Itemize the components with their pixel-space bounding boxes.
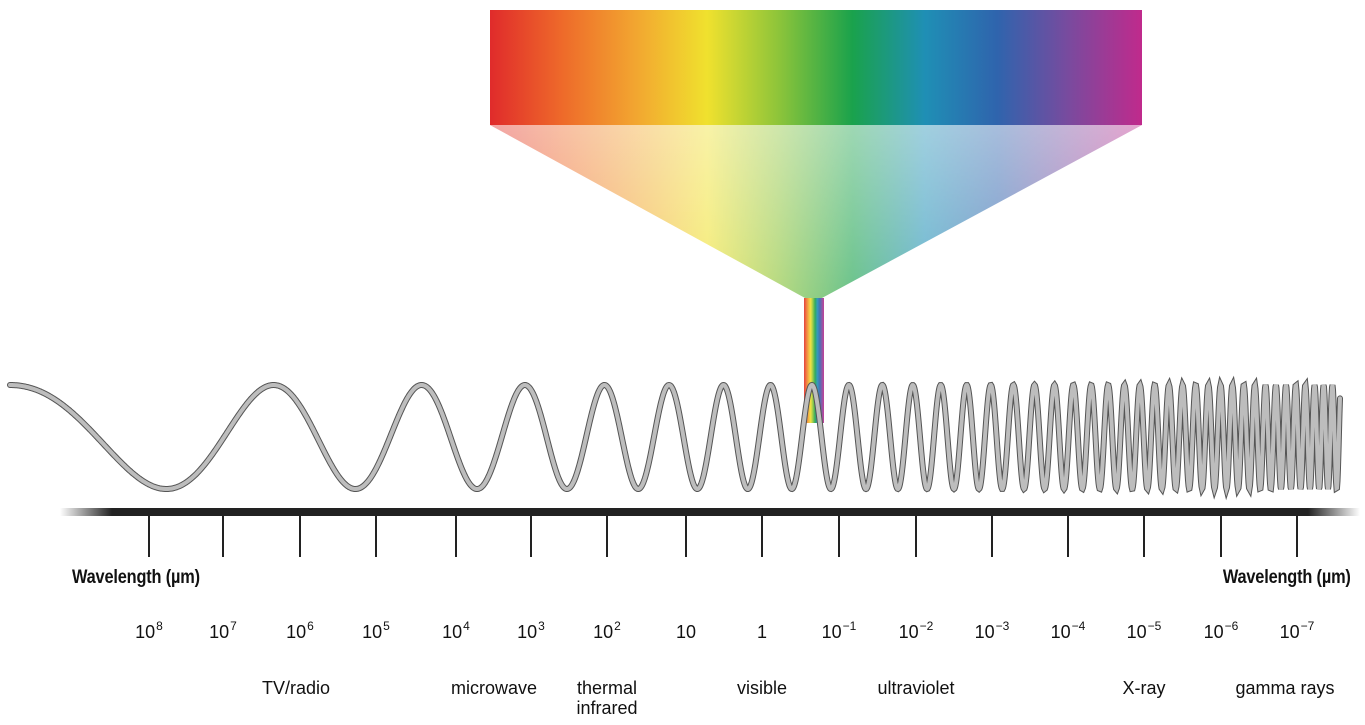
axis-title-left: Wavelength (µm) [72, 567, 200, 588]
tick-label: 10−6 [1203, 619, 1239, 642]
tick-label: 10−2 [898, 619, 934, 642]
tick-label: 106 [286, 619, 314, 642]
tick-label: 104 [442, 619, 470, 642]
band-label: visible [736, 678, 788, 698]
tick-label: 10−3 [974, 619, 1010, 642]
band-label: TV/radio [261, 678, 331, 698]
tick-label: 108 [135, 619, 163, 642]
axis-title-right: Wavelength (µm) [1223, 567, 1351, 588]
tick-label: 103 [517, 619, 545, 642]
spectrum-cone-highlight [490, 125, 1142, 298]
tick-label: 10−7 [1279, 619, 1315, 642]
band-label: gamma rays [1235, 678, 1335, 698]
tick-label: 107 [209, 619, 237, 642]
band-label: thermal infrared [576, 678, 638, 718]
electromagnetic-wave [8, 378, 1342, 497]
wavelength-axis [60, 508, 1360, 516]
tick-label: 1 [756, 622, 767, 642]
tick-label: 10−4 [1050, 619, 1086, 642]
tick-label: 102 [593, 619, 621, 642]
spectrum-band [490, 10, 1142, 125]
tick-label: 10−1 [821, 619, 857, 642]
band-label: ultraviolet [877, 678, 955, 698]
tick-label: 10 [675, 622, 697, 642]
tick-marks [148, 512, 1298, 557]
band-label: X-ray [1122, 678, 1166, 698]
tick-label: 105 [362, 619, 390, 642]
tick-label: 10−5 [1126, 619, 1162, 642]
band-label: microwave [450, 678, 538, 698]
